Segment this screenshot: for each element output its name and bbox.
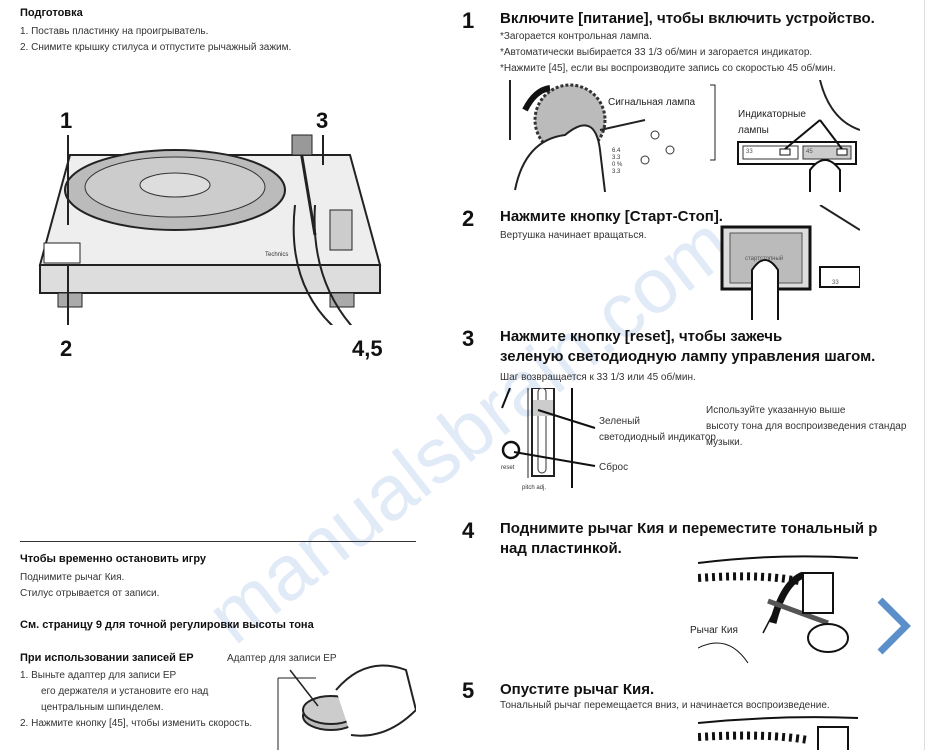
prep-item: 1. Поставь пластинку на проигрыватель.	[20, 26, 209, 37]
step-number: 2	[462, 206, 475, 231]
signal-lamp-label: Сигнальная лампа	[608, 97, 696, 108]
reset-label: reset	[501, 465, 515, 471]
reset-callout-label: Сброс	[599, 462, 629, 473]
callout-1: 1	[60, 108, 73, 133]
speed-33-label: 33	[746, 149, 753, 155]
step-title: Нажмите кнопку [Старт-Стоп].	[500, 208, 723, 225]
step-note: *Загорается контрольная лампа.	[500, 31, 652, 42]
speed-33-label: 33	[832, 280, 839, 286]
pitch-note: См. страницу 9 для точной регулировки вы…	[20, 619, 314, 631]
step-title: над пластинкой.	[500, 540, 622, 557]
step-title: Опустите рычаг Кия.	[500, 681, 655, 698]
step-number: 3	[462, 326, 475, 351]
callout-4-5: 4,5	[352, 336, 383, 361]
callout-2: 2	[60, 336, 73, 361]
pause-title: Чтобы временно остановить игру	[20, 553, 207, 565]
ep-adapter-label: Адаптер для записи EP	[227, 653, 337, 664]
speed-45-label: 45	[806, 149, 813, 155]
ep-item: центральным шпинделем.	[41, 702, 164, 713]
cue-lever-illustration	[698, 555, 859, 664]
step-number: 4	[462, 518, 475, 543]
divider	[20, 541, 416, 542]
ep-adapter-illustration	[277, 664, 416, 750]
ep-item: 2. Нажмите кнопку [45], чтобы изменить с…	[20, 718, 253, 729]
step-note: Шаг возвращается к 33 1/3 или 45 об/мин.	[500, 372, 696, 383]
step-title: Поднимите рычаг Кия и переместите тональ…	[500, 520, 878, 537]
step-note: Тональный рычаг перемещается вниз, и нач…	[500, 700, 830, 711]
page-edge	[924, 0, 925, 750]
step-number: 1	[462, 8, 475, 33]
ep-item: 1. Выньте адаптер для записи EP	[20, 670, 177, 681]
power-knob-illustration	[509, 80, 675, 192]
callout-3: 3	[316, 108, 329, 133]
step-title: Нажмите кнопку [reset], чтобы зажечь	[500, 328, 783, 345]
step-note: *Автоматически выбирается 33 1/3 об/мин …	[500, 47, 813, 58]
start-stop-button-label: стартстопный	[745, 256, 784, 262]
step-title: зеленую светодиодную лампу управления ша…	[500, 348, 876, 365]
side-note: высоту тона для воспроизведения стандар	[706, 421, 907, 432]
side-note: музыки.	[706, 437, 743, 448]
pause-line: Стилус отрывается от записи.	[20, 588, 160, 599]
ep-title: При использовании записей EP	[20, 652, 194, 664]
step-number: 5	[462, 678, 475, 703]
start-stop-illustration	[720, 205, 860, 320]
pause-line: Поднимите рычаг Кия.	[20, 572, 125, 583]
prep-title: Подготовка	[20, 7, 83, 19]
step-note: *Нажмите [45], если вы воспроизводите за…	[500, 63, 836, 74]
ep-item: его держателя и установите его над	[41, 686, 209, 697]
tonearm-illustration	[698, 716, 859, 750]
brand-label: Technics	[265, 252, 289, 258]
side-note: Используйте указанную выше	[706, 405, 846, 416]
green-led-label: Зеленый	[599, 416, 640, 427]
step-title: Включите [питание], чтобы включить устро…	[500, 10, 875, 27]
prep-item: 2. Снимите крышку стилуса и отпустите ры…	[20, 42, 292, 53]
speed-buttons-illustration	[710, 80, 860, 192]
pitch-adj-label: pitch adj.	[522, 485, 547, 491]
cue-lever-label: Рычаг Кия	[690, 625, 738, 636]
green-led-label: светодиодный индикатор	[599, 432, 716, 443]
chevron-right-icon[interactable]	[872, 596, 912, 656]
pitch-slider-illustration	[501, 388, 596, 488]
step-note: Вертушка начинает вращаться.	[500, 230, 647, 241]
turntable-illustration	[38, 134, 382, 325]
indicator-lamps-label: лампы	[738, 125, 769, 136]
indicator-lamps-label: Индикаторные	[738, 109, 806, 120]
